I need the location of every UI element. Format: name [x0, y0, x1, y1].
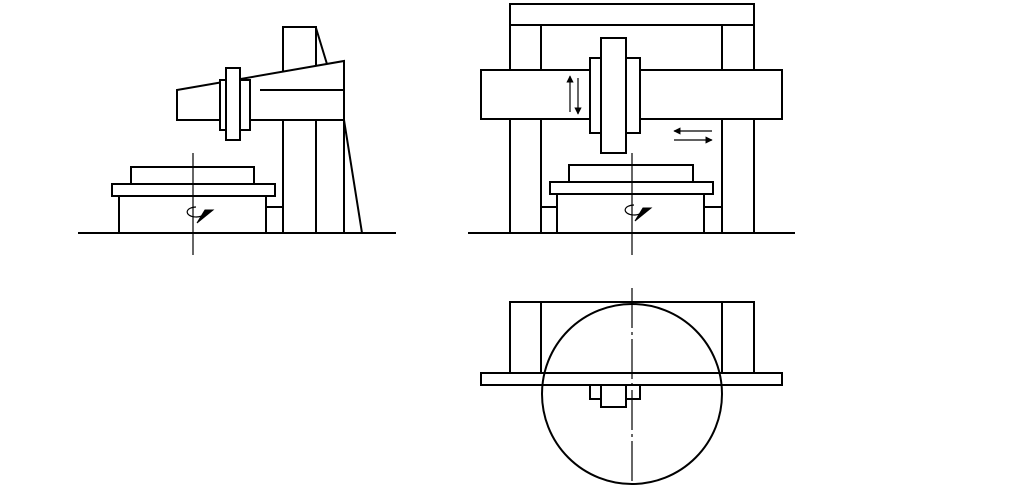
toolhead-inner	[600, 384, 627, 408]
table-base	[556, 193, 705, 234]
workpiece	[568, 164, 694, 183]
right-column	[721, 24, 755, 234]
toolhead-body	[239, 79, 251, 131]
left-column	[509, 24, 542, 234]
table-right-block	[703, 206, 723, 234]
toolhead-flange	[225, 67, 241, 141]
left-column	[509, 301, 542, 374]
double-column-front-view	[468, 3, 795, 255]
rail-collar	[282, 119, 345, 234]
table-left-block	[540, 206, 558, 234]
top-beam	[509, 3, 755, 26]
toolhead-slide	[600, 37, 627, 154]
rotation-arrow-icon	[624, 204, 653, 222]
horizontal-double-arrow-icon	[673, 127, 713, 144]
table-side-block	[265, 206, 284, 234]
single-column-side-view	[78, 26, 396, 255]
toolhead-carriage	[219, 79, 227, 131]
vertical-double-arrow-icon	[566, 75, 582, 115]
rotation-arrow-icon	[186, 206, 215, 224]
right-column	[721, 301, 755, 374]
double-column-top-view	[480, 288, 783, 485]
